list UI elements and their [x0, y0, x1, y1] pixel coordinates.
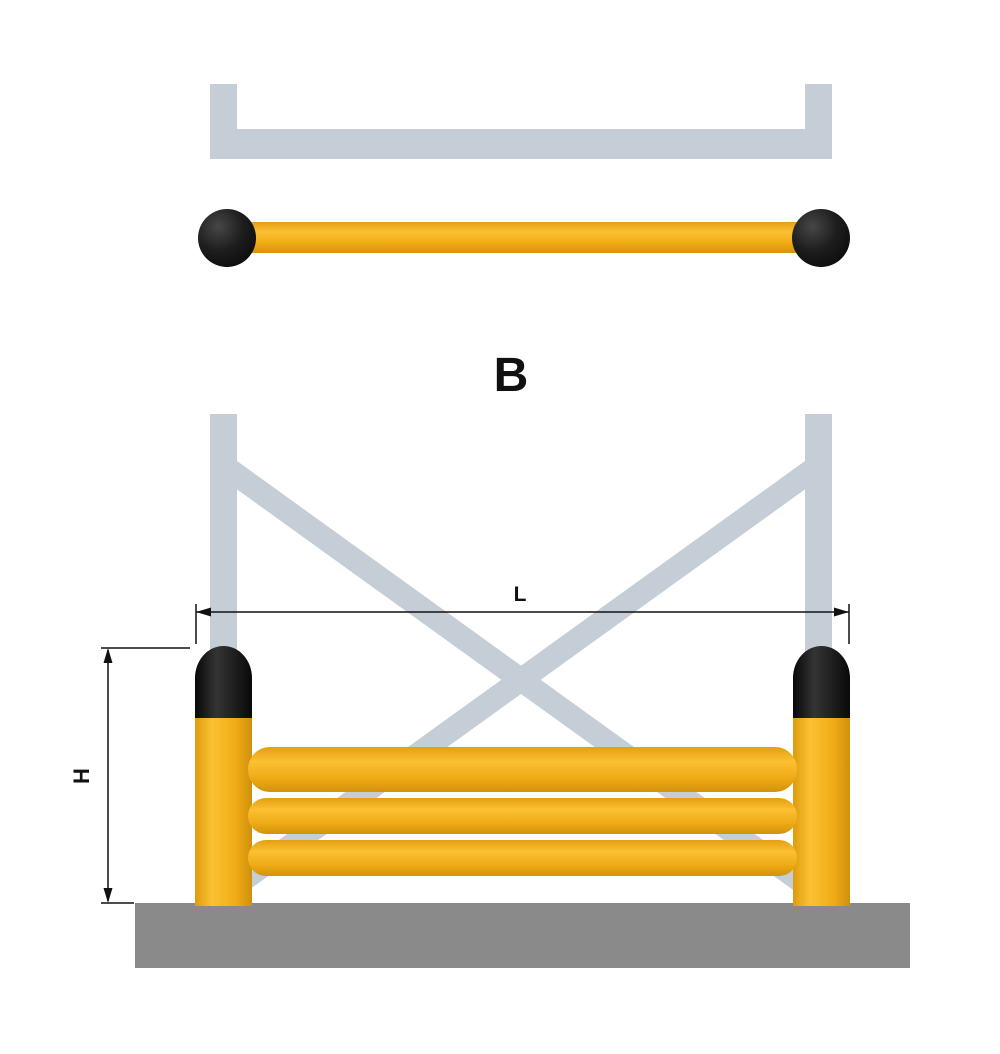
- rack-beam-top-view: [210, 84, 832, 159]
- barrier-post-cap-left: [195, 646, 252, 718]
- barrier-rail-top-view: [230, 222, 814, 253]
- dim-H-label: H: [69, 768, 94, 784]
- post-cap-top-view-right: [792, 209, 850, 267]
- view-label: B: [494, 349, 529, 402]
- barrier-front-view: [195, 646, 850, 906]
- barrier-rail-top: [248, 747, 797, 792]
- top-view: [198, 84, 850, 267]
- dimension-length: [195, 604, 850, 644]
- dim-H-arrow-top: [103, 648, 113, 663]
- barrier-post-cap-right: [793, 646, 850, 718]
- dim-H-arrow-bottom: [103, 888, 113, 903]
- dimension-height: [101, 647, 190, 904]
- barrier-post-left: [195, 714, 252, 906]
- barrier-rail-bottom: [248, 840, 797, 876]
- ground: [135, 903, 910, 968]
- dim-L-arrow-left: [196, 607, 211, 617]
- barrier-post-right: [793, 714, 850, 906]
- post-cap-top-view-left: [198, 209, 256, 267]
- barrier-rail-middle: [248, 798, 797, 834]
- dim-L-label: L: [514, 583, 527, 606]
- dim-L-arrow-right: [834, 607, 849, 617]
